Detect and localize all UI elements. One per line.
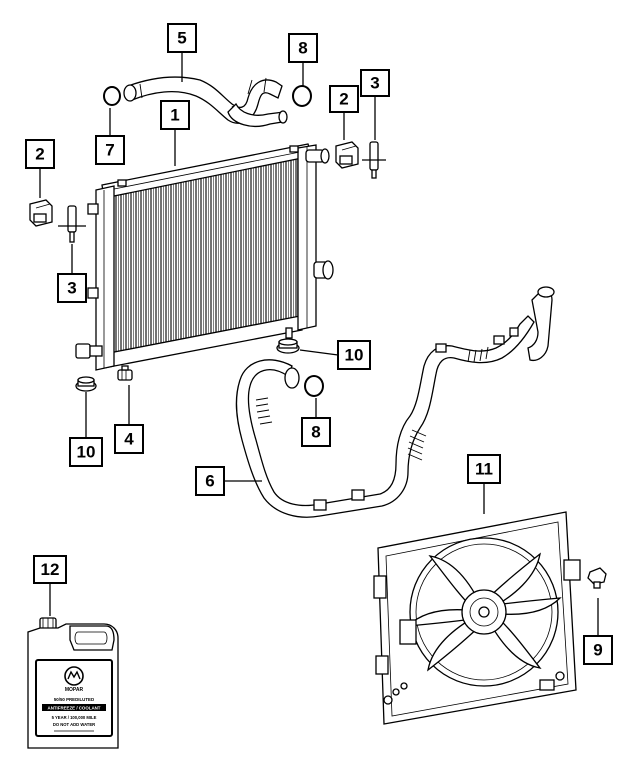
push-pin bbox=[587, 567, 607, 589]
callout-8-lower: 8 bbox=[301, 417, 331, 447]
radiator bbox=[75, 143, 334, 371]
callout-6-label: 6 bbox=[205, 472, 214, 491]
callout-1: 1 bbox=[160, 100, 190, 130]
callout-10-left: 10 bbox=[69, 437, 103, 467]
callout-5: 5 bbox=[167, 23, 197, 53]
callout-2-left: 2 bbox=[25, 139, 55, 169]
callout-6: 6 bbox=[195, 466, 225, 496]
callout-4: 4 bbox=[114, 424, 144, 454]
drain-plug bbox=[117, 365, 133, 381]
callout-9-label: 9 bbox=[593, 641, 602, 660]
isolator-right bbox=[335, 141, 359, 169]
callout-7: 7 bbox=[95, 135, 125, 165]
callout-1-label: 1 bbox=[170, 106, 179, 125]
callout-12-label: 12 bbox=[41, 560, 60, 579]
pin-right bbox=[362, 141, 386, 179]
lower-radiator-hose bbox=[235, 286, 555, 518]
insulator-lower-right bbox=[276, 338, 300, 354]
callout-10-right-label: 10 bbox=[345, 346, 364, 365]
callout-11: 11 bbox=[467, 454, 501, 484]
o-ring-7 bbox=[103, 86, 121, 106]
o-ring-8-lower bbox=[304, 375, 324, 397]
callout-5-label: 5 bbox=[177, 29, 186, 48]
callout-3-left-label: 3 bbox=[67, 279, 76, 298]
callout-3-right-label: 3 bbox=[370, 74, 379, 93]
fan-shroud-assembly bbox=[373, 511, 581, 725]
callout-8-lower-label: 8 bbox=[311, 423, 320, 442]
isolator-left bbox=[29, 199, 53, 227]
callout-12: 12 bbox=[33, 555, 67, 584]
callout-8-upper: 8 bbox=[288, 33, 318, 63]
callout-2-left-label: 2 bbox=[35, 145, 44, 164]
jug-label-line1: 50/50 PREDILUTED bbox=[54, 697, 94, 702]
callout-3-left: 3 bbox=[57, 273, 87, 303]
callout-3-right: 3 bbox=[360, 69, 390, 97]
leader-lines bbox=[39, 52, 599, 636]
hose-corrugation bbox=[255, 346, 489, 461]
jug-label-line2: ANTIFREEZE / COOLANT bbox=[48, 706, 101, 711]
callout-4-label: 4 bbox=[124, 430, 134, 449]
callout-2-right: 2 bbox=[329, 85, 359, 113]
coolant-jug: MOPAR 50/50 PREDILUTED ANTIFREEZE / COOL… bbox=[27, 617, 119, 749]
insulator-lower-left bbox=[75, 376, 97, 392]
upper-radiator-hose bbox=[123, 76, 288, 127]
pin-left bbox=[58, 205, 86, 243]
o-ring-8-upper bbox=[292, 85, 312, 107]
callout-9: 9 bbox=[583, 635, 613, 665]
callout-8-upper-label: 8 bbox=[298, 39, 307, 58]
jug-label-line4: DO NOT ADD WATER bbox=[53, 722, 95, 727]
callout-10-left-label: 10 bbox=[77, 443, 96, 462]
jug-brand: MOPAR bbox=[65, 687, 84, 693]
callout-10-right: 10 bbox=[337, 340, 371, 370]
callout-11-label: 11 bbox=[475, 460, 493, 479]
callout-2-right-label: 2 bbox=[339, 90, 348, 109]
callout-7-label: 7 bbox=[105, 141, 114, 160]
jug-label-line3: 5 YEAR / 100,000 MILE bbox=[52, 715, 97, 720]
